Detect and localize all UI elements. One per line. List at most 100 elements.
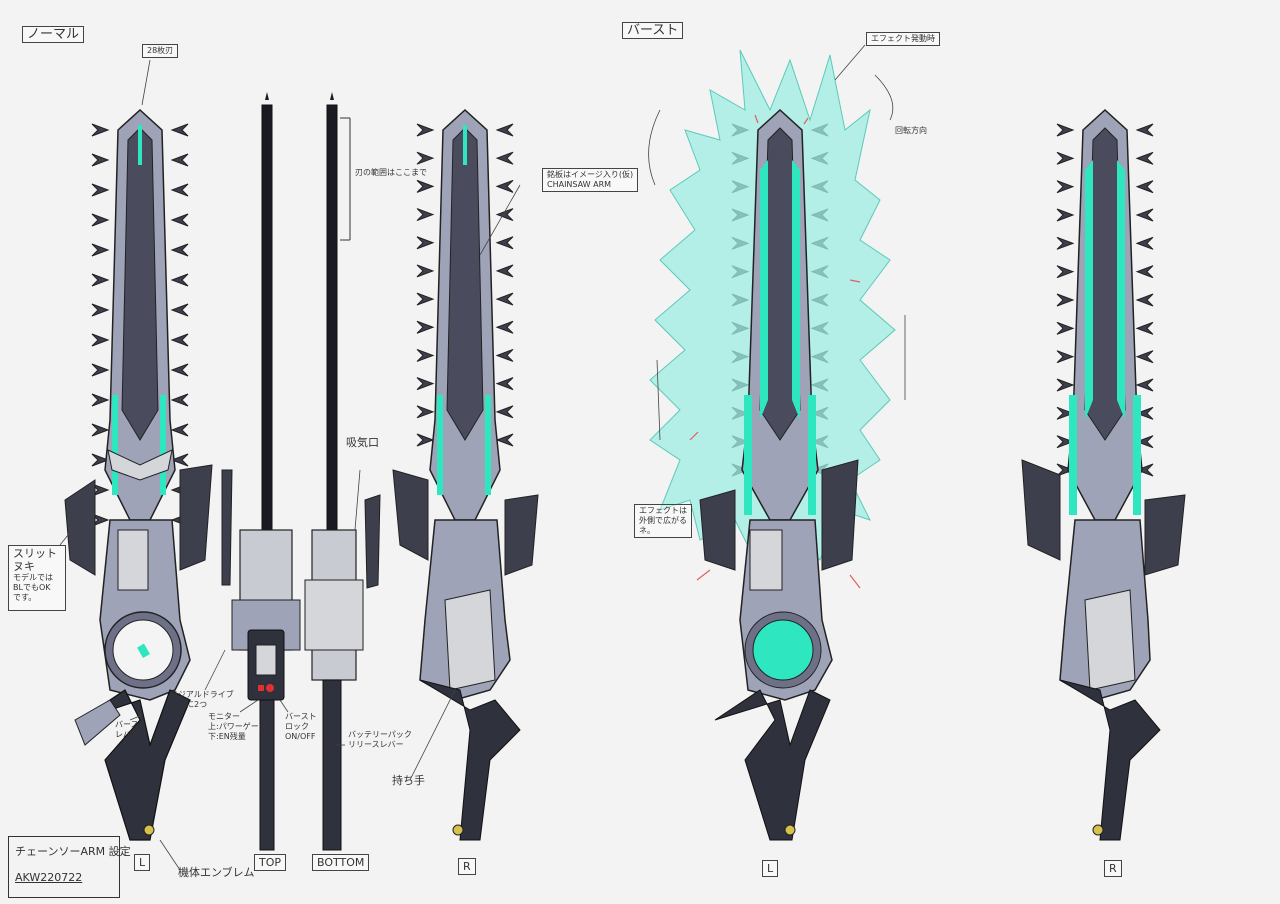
exhaust-note: 吸気口 — [346, 436, 379, 449]
drive-1: ラジアルドライブ — [170, 690, 234, 699]
slot-note: スリット ヌキ モデルでは BLでもOK です。 — [8, 545, 66, 611]
effect-note: エフェクト発動時 — [866, 32, 940, 46]
chain-tooth — [170, 213, 189, 227]
weapon-normal-left — [64, 108, 213, 841]
chain-tooth — [495, 320, 514, 334]
teeth-burst-right — [1056, 123, 1154, 477]
chain-tooth — [91, 243, 110, 257]
burst-lock-3: ON/OFF — [285, 732, 316, 741]
chain-tooth — [416, 179, 435, 193]
battery-note: バッテリーパック リリースレバー — [348, 730, 412, 750]
section-normal-label: ノーマル — [22, 26, 85, 43]
teeth-normal-left — [91, 123, 189, 527]
drive-note: ラジアルドライブ 左右に2つ — [170, 690, 234, 710]
chain-tooth — [91, 453, 110, 467]
burst-lever-1: バースト — [115, 720, 147, 729]
chain-tooth — [495, 292, 514, 306]
chain-tooth — [1135, 265, 1154, 279]
chain-tooth — [1135, 463, 1154, 477]
chain-tooth — [1056, 151, 1075, 165]
weapon-normal-right — [392, 108, 539, 841]
chain-tooth — [170, 423, 189, 437]
emblem-note: 機体エンブレム — [178, 866, 255, 879]
chain-tooth — [416, 208, 435, 222]
chain-tooth — [1135, 321, 1154, 335]
chain-tooth — [91, 363, 110, 377]
title-block: チェーンソーARM 設定 AKW220722 — [8, 836, 131, 898]
chain-tooth — [416, 264, 435, 278]
burst-lock-2: ロック — [285, 722, 309, 731]
chain-tooth — [170, 243, 189, 257]
effect-spread-3: ネ。 — [639, 526, 655, 535]
chain-tooth — [1056, 123, 1075, 137]
chain-tooth — [1056, 378, 1075, 392]
chain-tooth — [1056, 350, 1075, 364]
chain-tooth — [495, 377, 514, 391]
chain-tooth — [1135, 378, 1154, 392]
chain-tooth — [170, 123, 189, 137]
effect-spread-2: 外側で広がる — [639, 516, 687, 525]
effect-spread-1: エフェクトは — [639, 506, 687, 515]
chain-tooth — [1056, 406, 1075, 420]
title-sub-text: 設定 — [108, 845, 131, 858]
chain-tooth — [1135, 236, 1154, 250]
burst-lock-1: バースト — [285, 712, 317, 721]
title-date: AKW220722 — [15, 871, 83, 884]
chain-tooth — [1056, 265, 1075, 279]
chain-tooth — [495, 348, 514, 362]
slot-note-2: BLでもOK — [13, 583, 51, 592]
rotation-note: 回転方向 — [895, 126, 927, 135]
chain-tooth — [416, 348, 435, 362]
chain-tooth — [416, 320, 435, 334]
chain-tooth — [170, 273, 189, 287]
chain-tooth — [1135, 350, 1154, 364]
chain-tooth — [91, 153, 110, 167]
chain-tooth — [1056, 321, 1075, 335]
chain-tooth — [170, 303, 189, 317]
burst-lever-2: レバー — [115, 730, 139, 739]
effect-spread-note: エフェクトは 外側で広がる ネ。 — [634, 504, 692, 538]
chain-tooth — [170, 453, 189, 467]
weapon-burst-right — [1021, 108, 1186, 841]
nameplate-note: 銘板はイメージ入り(仮) CHAINSAW ARM — [542, 168, 639, 192]
slot-sub-label: ヌキ — [13, 560, 35, 573]
chain-tooth — [170, 153, 189, 167]
chain-tooth — [170, 333, 189, 347]
section-burst-label: バースト — [622, 22, 684, 39]
chain-tooth — [1056, 180, 1075, 194]
nameplate-note-1: 銘板はイメージ入り(仮) — [547, 170, 634, 179]
chain-tooth — [1056, 463, 1075, 477]
chain-tooth — [1056, 208, 1075, 222]
chain-tooth — [1135, 406, 1154, 420]
view-label-burst-left: L — [762, 860, 779, 877]
chain-tooth — [416, 123, 435, 137]
chain-tooth — [91, 423, 110, 437]
chain-tooth — [1135, 180, 1154, 194]
chain-tooth — [495, 264, 514, 278]
chain-tooth — [416, 405, 435, 419]
chain-tooth — [91, 183, 110, 197]
view-label-burst-right: R — [1104, 860, 1122, 877]
drive-2: 左右に2つ — [170, 700, 208, 709]
chain-tooth — [91, 123, 110, 137]
grip-note: 持ち手 — [392, 774, 425, 787]
view-label-left: L — [134, 854, 151, 871]
burst-arrows — [689, 114, 861, 589]
chain-tooth — [1056, 293, 1075, 307]
burst-lock-note: バースト ロック ON/OFF — [285, 712, 317, 742]
slot-note-3: です。 — [13, 593, 37, 602]
chain-tooth — [1135, 293, 1154, 307]
chain-tooth — [416, 433, 435, 447]
title-name-text: チェーンソーARM — [15, 845, 106, 858]
title-name: チェーンソーARM 設定 — [15, 845, 131, 858]
chain-tooth — [170, 363, 189, 377]
chain-tooth — [416, 292, 435, 306]
chain-tooth — [495, 236, 514, 250]
chain-tooth — [416, 236, 435, 250]
weapon-burst-left — [699, 108, 859, 841]
chain-tooth — [1135, 123, 1154, 137]
view-label-bottom: BOTTOM — [312, 854, 370, 871]
view-label-top: TOP — [254, 854, 287, 871]
chain-tooth — [495, 151, 514, 165]
chain-tooth — [495, 405, 514, 419]
